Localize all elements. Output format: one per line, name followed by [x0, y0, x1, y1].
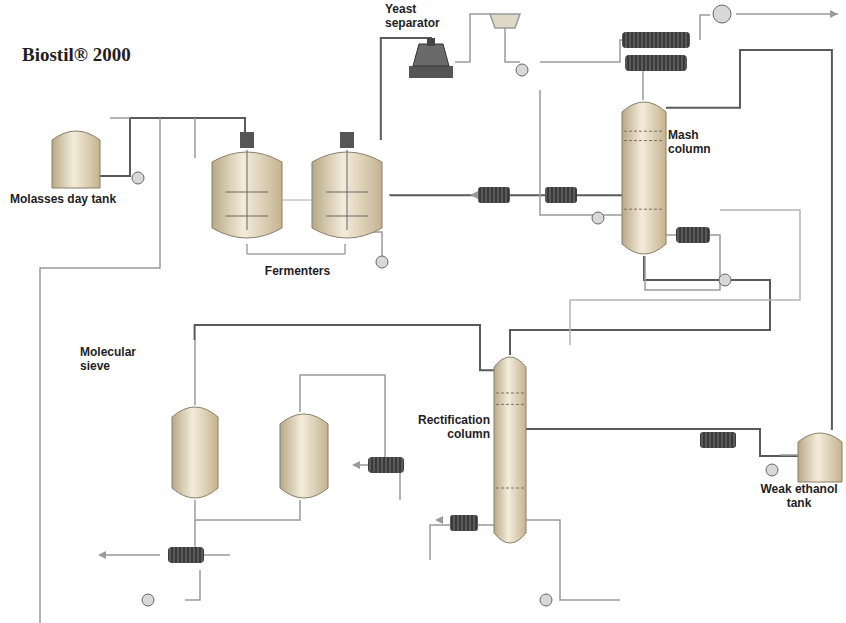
mash-column-shape: [622, 100, 666, 256]
fermenter-group-shape: [205, 140, 390, 282]
heat-exchangers: [168, 32, 736, 563]
weak-ethanol-tank-shape: [798, 430, 842, 482]
cone-pipe: [505, 28, 520, 62]
rectification-column: Rectification column: [494, 355, 526, 545]
weak-ethanol-tank: Weak ethanol tank: [798, 430, 842, 482]
vent-pipe: [700, 15, 710, 40]
bottoms-pipe: [526, 520, 620, 600]
molasses-tank: Molasses day tank: [52, 128, 100, 188]
sieve-link: [195, 500, 300, 520]
equipment-label: Weak ethanol tank: [756, 482, 842, 510]
product-out: [105, 554, 160, 556]
molasses-tank-shape: [52, 128, 100, 188]
mash-column: Mash column: [622, 100, 666, 256]
yeast-pipe: [455, 14, 490, 62]
yeast-separator: Yeast separator: [405, 44, 457, 80]
vent-pipe: [736, 13, 838, 15]
process-pipe: [666, 50, 832, 430]
yeast-separator-shape: [405, 44, 457, 80]
equipment-label: Mash column: [668, 128, 720, 156]
equipment-label: Fermenters: [205, 264, 390, 278]
process-pipe: [526, 429, 798, 456]
process-pipe: [510, 256, 770, 355]
equipment-label: Molasses day tank: [10, 192, 140, 206]
equipment-label: Yeast separator: [385, 2, 451, 30]
feed-pipe: [194, 118, 196, 158]
equipment-label: Molecular sieve: [80, 345, 152, 373]
equipment-label: Rectification column: [400, 413, 490, 441]
steam-pipe: [570, 210, 800, 345]
mash-feed: [540, 90, 622, 215]
yeast-cone: [490, 14, 520, 28]
feed-pipe: [110, 117, 130, 119]
column-top: [642, 70, 644, 100]
pumps: [132, 5, 778, 606]
pipe-line: [510, 256, 770, 355]
pipe-line: [666, 50, 832, 430]
diagram-title: Biostil® 2000: [22, 44, 131, 66]
tank-outlet: [780, 454, 800, 456]
fermenter-group: Fermenters: [205, 140, 390, 282]
molecular-sieve-shape: [75, 340, 335, 505]
process-pipe: [195, 325, 494, 370]
pipe-line: [195, 325, 494, 370]
molecular-sieve: Molecular sieve: [75, 340, 335, 505]
rectification-column-shape: [494, 355, 526, 545]
product-pipe: [185, 570, 200, 600]
pipe-line: [526, 429, 798, 456]
flow-arrows: [98, 10, 838, 559]
